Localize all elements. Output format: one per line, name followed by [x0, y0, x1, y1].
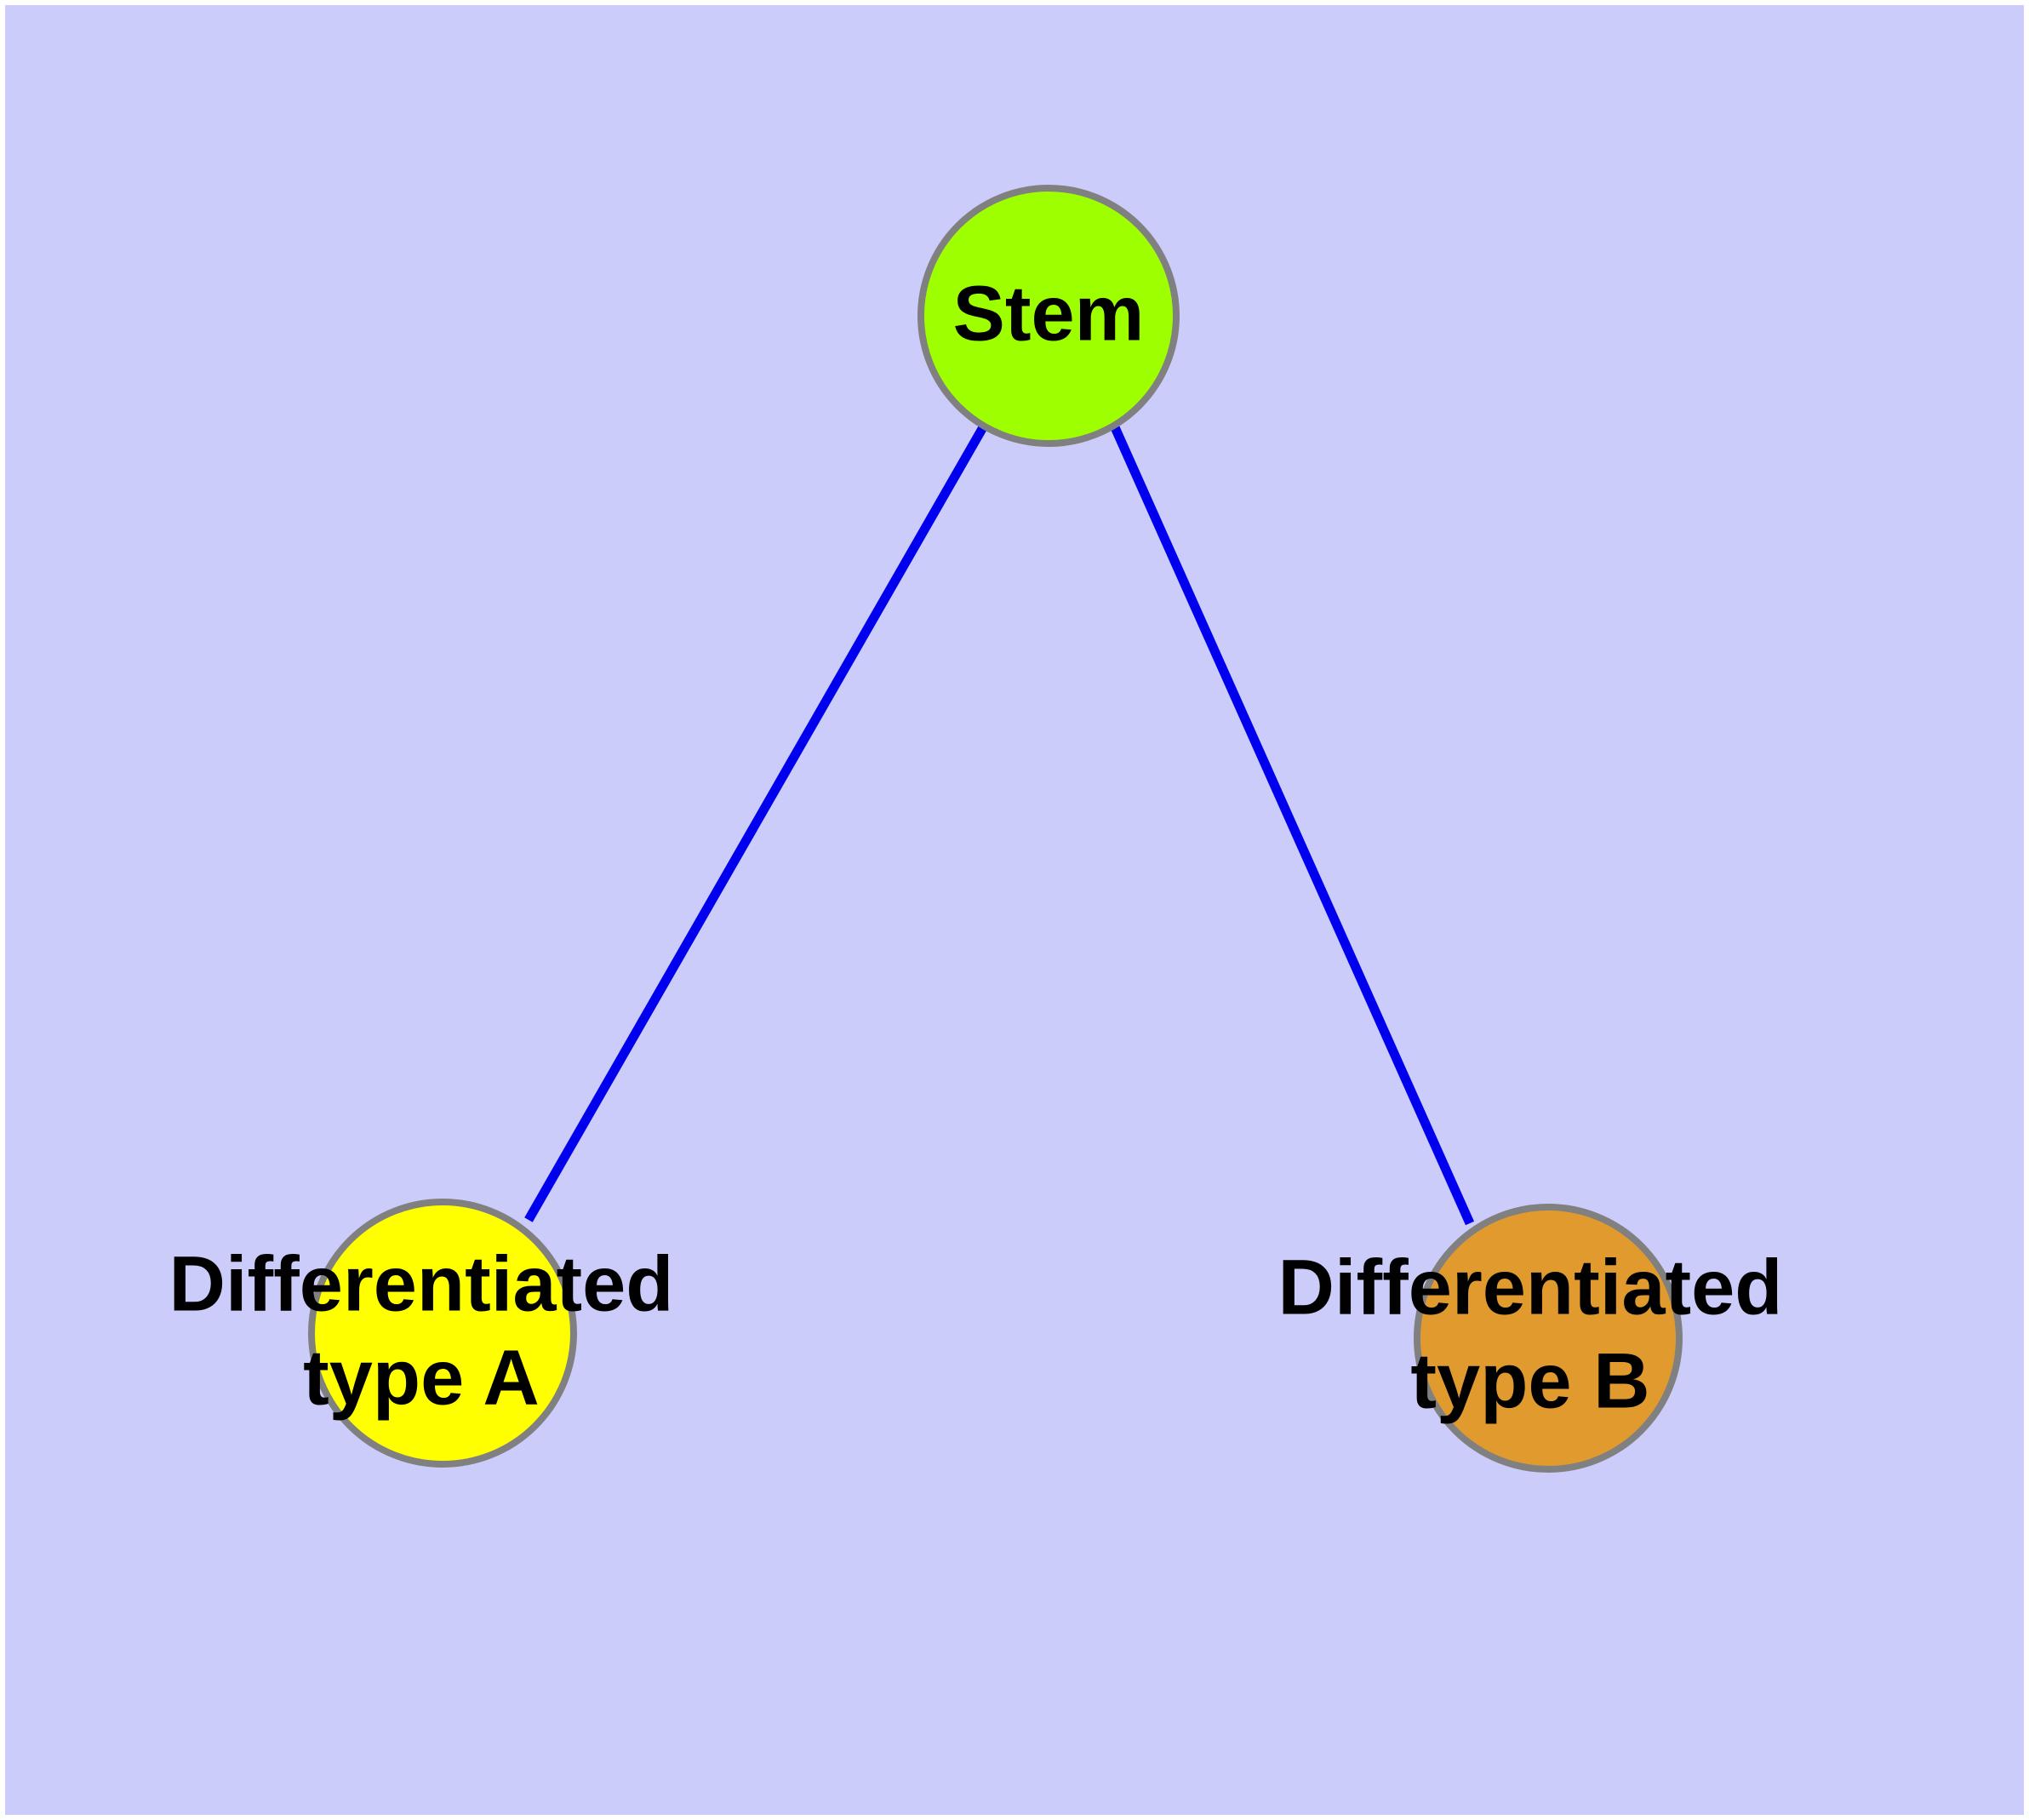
edge-stem-to-differentiated-type-a[interactable] — [524, 425, 987, 1222]
node-differentiated-type-a-circle[interactable] — [308, 1199, 577, 1468]
node-differentiated-type-b[interactable] — [1414, 1204, 1683, 1473]
node-differentiated-type-a-label-line-2: type A — [303, 1334, 540, 1421]
node-stem-circle[interactable] — [917, 185, 1180, 447]
edge-group — [524, 425, 1475, 1226]
node-differentiated-type-b-label-line-1: Differentiated — [1278, 1244, 1783, 1331]
node-stem-label-line-1: Stem — [953, 270, 1145, 357]
node-differentiated-type-a[interactable] — [308, 1199, 577, 1468]
node-stem[interactable]: Stem — [917, 185, 1180, 447]
node-group: Stem — [308, 185, 1683, 1473]
node-label-group: Differentiated type A Differentiated typ… — [169, 1240, 1783, 1424]
node-differentiated-type-b-circle[interactable] — [1414, 1204, 1683, 1473]
node-differentiated-type-b-label-line-2: type B — [1410, 1337, 1649, 1424]
edge-stem-to-differentiated-type-b[interactable] — [1110, 425, 1475, 1226]
node-differentiated-type-a-label-line-1: Differentiated — [169, 1240, 674, 1327]
